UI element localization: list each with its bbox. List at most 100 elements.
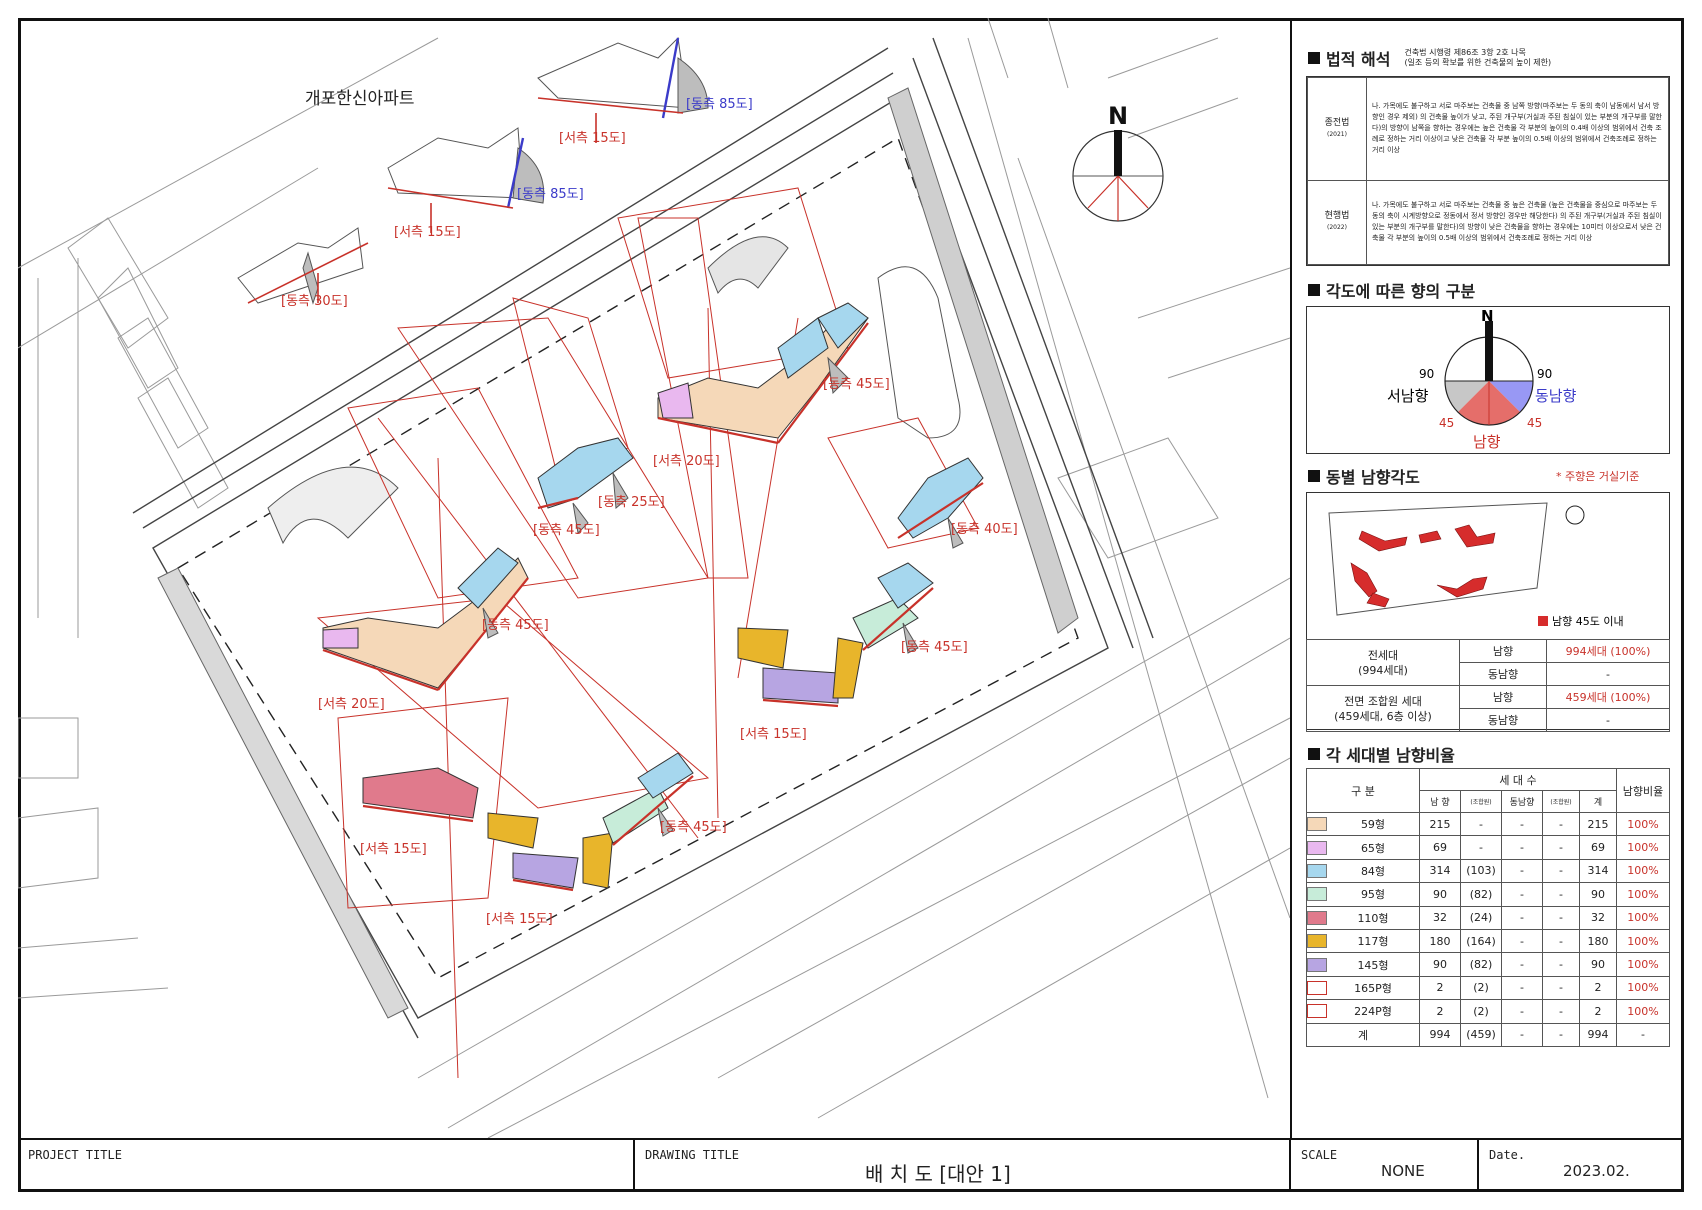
ratio-cell: 100%	[1616, 882, 1670, 907]
header-south-sub: (조합원)	[1460, 790, 1502, 813]
header-gubun: 구 분	[1306, 768, 1420, 813]
se-member-cell: -	[1542, 835, 1580, 860]
se-cell: -	[1501, 882, 1543, 907]
orientation-left-degree: 90	[1419, 367, 1434, 381]
orientation-left-45: 45	[1439, 416, 1454, 430]
se-member-cell: -	[1542, 928, 1580, 954]
south-member-cell: (82)	[1460, 882, 1502, 907]
building-facade-lines	[322, 322, 984, 892]
south-member-cell: (2)	[1460, 999, 1502, 1024]
type-swatch-cell	[1306, 858, 1327, 884]
building-angles-table: 전세대 (994세대) 남향 994세대 (100%) 동남향 - 전면 조합원…	[1306, 639, 1670, 732]
total-cell: 90	[1579, 952, 1617, 977]
type-swatch-cell	[1306, 882, 1327, 907]
header-se-sub: (조합원)	[1542, 790, 1580, 813]
total-south-cell: 994	[1419, 1022, 1461, 1047]
south-member-cell: (24)	[1460, 905, 1502, 930]
table-row: 동남향 -	[1307, 662, 1670, 686]
type-swatch-cell	[1306, 905, 1327, 930]
ratio-cell: 100%	[1616, 905, 1670, 930]
scale-value: NONE	[1381, 1162, 1425, 1180]
type-swatch-cell	[1306, 952, 1327, 977]
type-cell: 95형	[1327, 882, 1420, 907]
se-cell: -	[1501, 975, 1543, 1001]
map-north-label: N	[1108, 102, 1128, 130]
total-cell: 69	[1579, 835, 1617, 860]
scale-cell: SCALE NONE	[1291, 1140, 1479, 1192]
type-cell: 145형	[1327, 952, 1420, 977]
legal-row: 종전법 (2021) 나. 가목에도 불구하고 서로 마주보는 건축물 중 남쪽…	[1307, 77, 1669, 181]
table-header-row: 구 분 세 대 수 남향비율	[1306, 768, 1670, 813]
angle-label: [서측 15도]	[486, 912, 553, 927]
building-angles-section-title: 동별 남향각도	[1308, 464, 1420, 488]
header-ratio: 남향비율	[1616, 768, 1670, 813]
table-row: 전면 조합원 세대 (459세대, 6층 이상) 남향 459세대 (100%)	[1306, 685, 1670, 732]
total-total-cell: 994	[1579, 1022, 1617, 1047]
legal-law-text: 나. 가목에도 불구하고 서로 마주보는 건축물 중 높은 건축물 (높은 건축…	[1366, 179, 1669, 266]
mini-site-plan: 남향 45도 이내	[1328, 502, 1624, 628]
neighbour-red-lines	[247, 97, 684, 304]
south-cell: 32	[1419, 905, 1461, 930]
southeast-sector	[1489, 381, 1533, 412]
angle-label: [서측 20도]	[318, 697, 385, 712]
table-row: 전세대 (994세대) 남향 994세대 (100%)	[1306, 639, 1670, 686]
angle-label: [서측 20도]	[653, 454, 720, 469]
legal-row-header: 현행법 (2022)	[1307, 179, 1367, 266]
orientation-cell: 남향	[1459, 639, 1547, 663]
south-cell: 90	[1419, 952, 1461, 977]
neighbour-blue-lines	[506, 37, 680, 209]
drawing-title-label: DRAWING TITLE	[645, 1148, 739, 1162]
project-title-label: PROJECT TITLE	[28, 1148, 122, 1162]
date-label: Date.	[1489, 1148, 1526, 1162]
type-cell: 84형	[1327, 858, 1420, 884]
south-cell: 69	[1419, 835, 1461, 860]
total-cell: 314	[1579, 858, 1617, 884]
context-linework	[18, 18, 1290, 1138]
legal-subtitle-1: 건축법 시행령 제86조 3항 2호 나목	[1404, 48, 1526, 57]
south-member-cell: (82)	[1460, 952, 1502, 977]
type-cell: 224P형	[1327, 999, 1420, 1024]
south-member-cell: -	[1460, 811, 1502, 837]
se-member-cell: -	[1542, 811, 1580, 837]
se-member-cell: -	[1542, 975, 1580, 1001]
total-cell: 90	[1579, 882, 1617, 907]
type-swatch	[1307, 957, 1327, 972]
orientation-diagram: N 90 90 서남향 동남향 45 45 남향	[1387, 307, 1577, 451]
legal-title: 법적 해석	[1326, 50, 1391, 69]
total-cell: 32	[1579, 905, 1617, 930]
se-cell: -	[1501, 811, 1543, 837]
ratio-title: 각 세대별 남향비율	[1326, 746, 1455, 765]
map-north-compass	[1072, 130, 1164, 222]
ratio-cell: 100%	[1616, 858, 1670, 884]
west-landscape-strip	[157, 567, 409, 1019]
ratio-section-title: 각 세대별 남향비율	[1308, 742, 1455, 766]
bullet-square-icon	[1308, 52, 1320, 64]
total-cell: 180	[1579, 928, 1617, 954]
orientation-north-label: N	[1481, 307, 1494, 325]
legal-section-title: 법적 해석 건축법 시행령 제86조 3항 2호 나목 (일조 등의 확보를 위…	[1308, 46, 1551, 70]
south-cell: 90	[1419, 882, 1461, 907]
orientation-right-degree: 90	[1537, 367, 1552, 381]
table-row: 동남향 -	[1307, 708, 1670, 732]
legal-row: 현행법 (2022) 나. 가목에도 불구하고 서로 마주보는 건축물 중 높은…	[1307, 179, 1669, 266]
angle-label: [동측 25도]	[598, 495, 665, 510]
south-cell: 2	[1419, 975, 1461, 1001]
type-swatch	[1307, 934, 1327, 949]
header-se: 동남향	[1501, 790, 1543, 813]
building-angles-box: 남향 45도 이내 전세대 (994세대) 남향 994세대 (100%) 동남…	[1306, 492, 1670, 732]
ratio-cell: 100%	[1616, 928, 1670, 954]
south-cell: 314	[1419, 858, 1461, 884]
group-label: 전면 조합원 세대	[1344, 694, 1422, 708]
drawing-title-cell: DRAWING TITLE 배 치 도 [대안 1]	[635, 1140, 1291, 1192]
type-cell: 59형	[1327, 811, 1420, 837]
orientation-box: N 90 90 서남향 동남향 45 45 남향	[1306, 306, 1670, 454]
value-cell: 459세대 (100%)	[1546, 685, 1670, 709]
south-cell: 180	[1419, 928, 1461, 954]
south-label: 남향	[1473, 433, 1501, 451]
